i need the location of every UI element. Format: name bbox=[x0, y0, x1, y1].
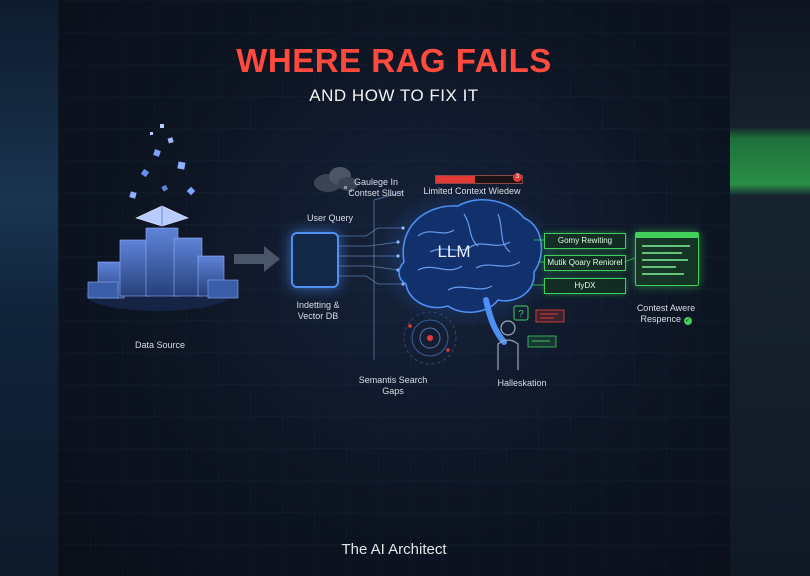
user-query-label: User Query bbox=[306, 213, 353, 223]
semantic-gaps-label: Semantis Search Gaps bbox=[344, 375, 442, 397]
book-pile-icon bbox=[86, 124, 239, 311]
response-card-icon bbox=[635, 232, 699, 286]
garbage-in-label-line-1: Gaulege In bbox=[353, 177, 399, 187]
infographic-subtitle: AND HOW TO FIX IT bbox=[309, 86, 479, 105]
flow-arrow-icon bbox=[234, 246, 280, 272]
llm-brain-icon bbox=[374, 188, 558, 345]
fix-query-rewriting: Gomy Rewiting bbox=[544, 233, 626, 249]
svg-text:?: ? bbox=[518, 309, 524, 320]
garbage-in-label-line-2: Contset Sllust bbox=[348, 188, 404, 198]
semantic-gaps-label-line-2: Gaps bbox=[382, 386, 404, 396]
context-window-bar bbox=[435, 175, 523, 184]
fix-hyde: HyDX bbox=[544, 278, 626, 294]
llm-label: LLM bbox=[437, 242, 471, 261]
indexing-label-line-2: Vector DB bbox=[297, 311, 339, 321]
response-line bbox=[642, 245, 690, 247]
fix-multi-query-retrieval: Mutik Qoary Reniorel bbox=[544, 255, 626, 271]
search-gap-rings-icon bbox=[403, 311, 457, 365]
diagram-artwork: ? bbox=[86, 124, 636, 370]
response-line bbox=[642, 259, 688, 261]
storm-cloud-icon bbox=[314, 167, 358, 192]
limited-context-label: Limited Context Wiedew bbox=[423, 186, 521, 196]
data-source-label: Data Source bbox=[134, 340, 186, 350]
response-label-line-2: Respence ✓ bbox=[624, 314, 708, 325]
response-line bbox=[642, 273, 684, 275]
context-counter-badge: 3 bbox=[513, 173, 522, 182]
infographic-title: WHERE RAG FAILS bbox=[236, 42, 552, 79]
infographic-panel: WHERE RAG FAILS AND HOW TO FIX IT bbox=[58, 0, 730, 576]
vector-db-search-box bbox=[291, 232, 339, 288]
check-circle-icon: ✓ bbox=[683, 317, 692, 325]
indexing-label-line-1: Indetting & bbox=[296, 300, 340, 310]
response-line bbox=[642, 266, 676, 268]
left-blur-edge bbox=[0, 0, 58, 576]
hallucination-label: Halleskation bbox=[497, 378, 547, 388]
context-window-fill bbox=[436, 176, 475, 183]
footer-brand: The AI Architect bbox=[341, 541, 447, 558]
response-label: Contest Awere Respence ✓ bbox=[624, 303, 708, 325]
hallucinating-person-icon: ? bbox=[497, 305, 565, 370]
garbage-in-label: Gaulege In Contset Sllust bbox=[340, 177, 412, 199]
semantic-gaps-label-line-1: Semantis Search bbox=[358, 375, 428, 385]
response-label-text: Respence bbox=[640, 314, 681, 324]
right-blur-edge bbox=[730, 0, 810, 576]
response-line bbox=[642, 252, 682, 254]
indexing-label: Indetting & Vector DB bbox=[282, 300, 354, 322]
response-label-line-1: Contest Awere bbox=[636, 303, 696, 313]
response-card-header bbox=[636, 233, 698, 238]
